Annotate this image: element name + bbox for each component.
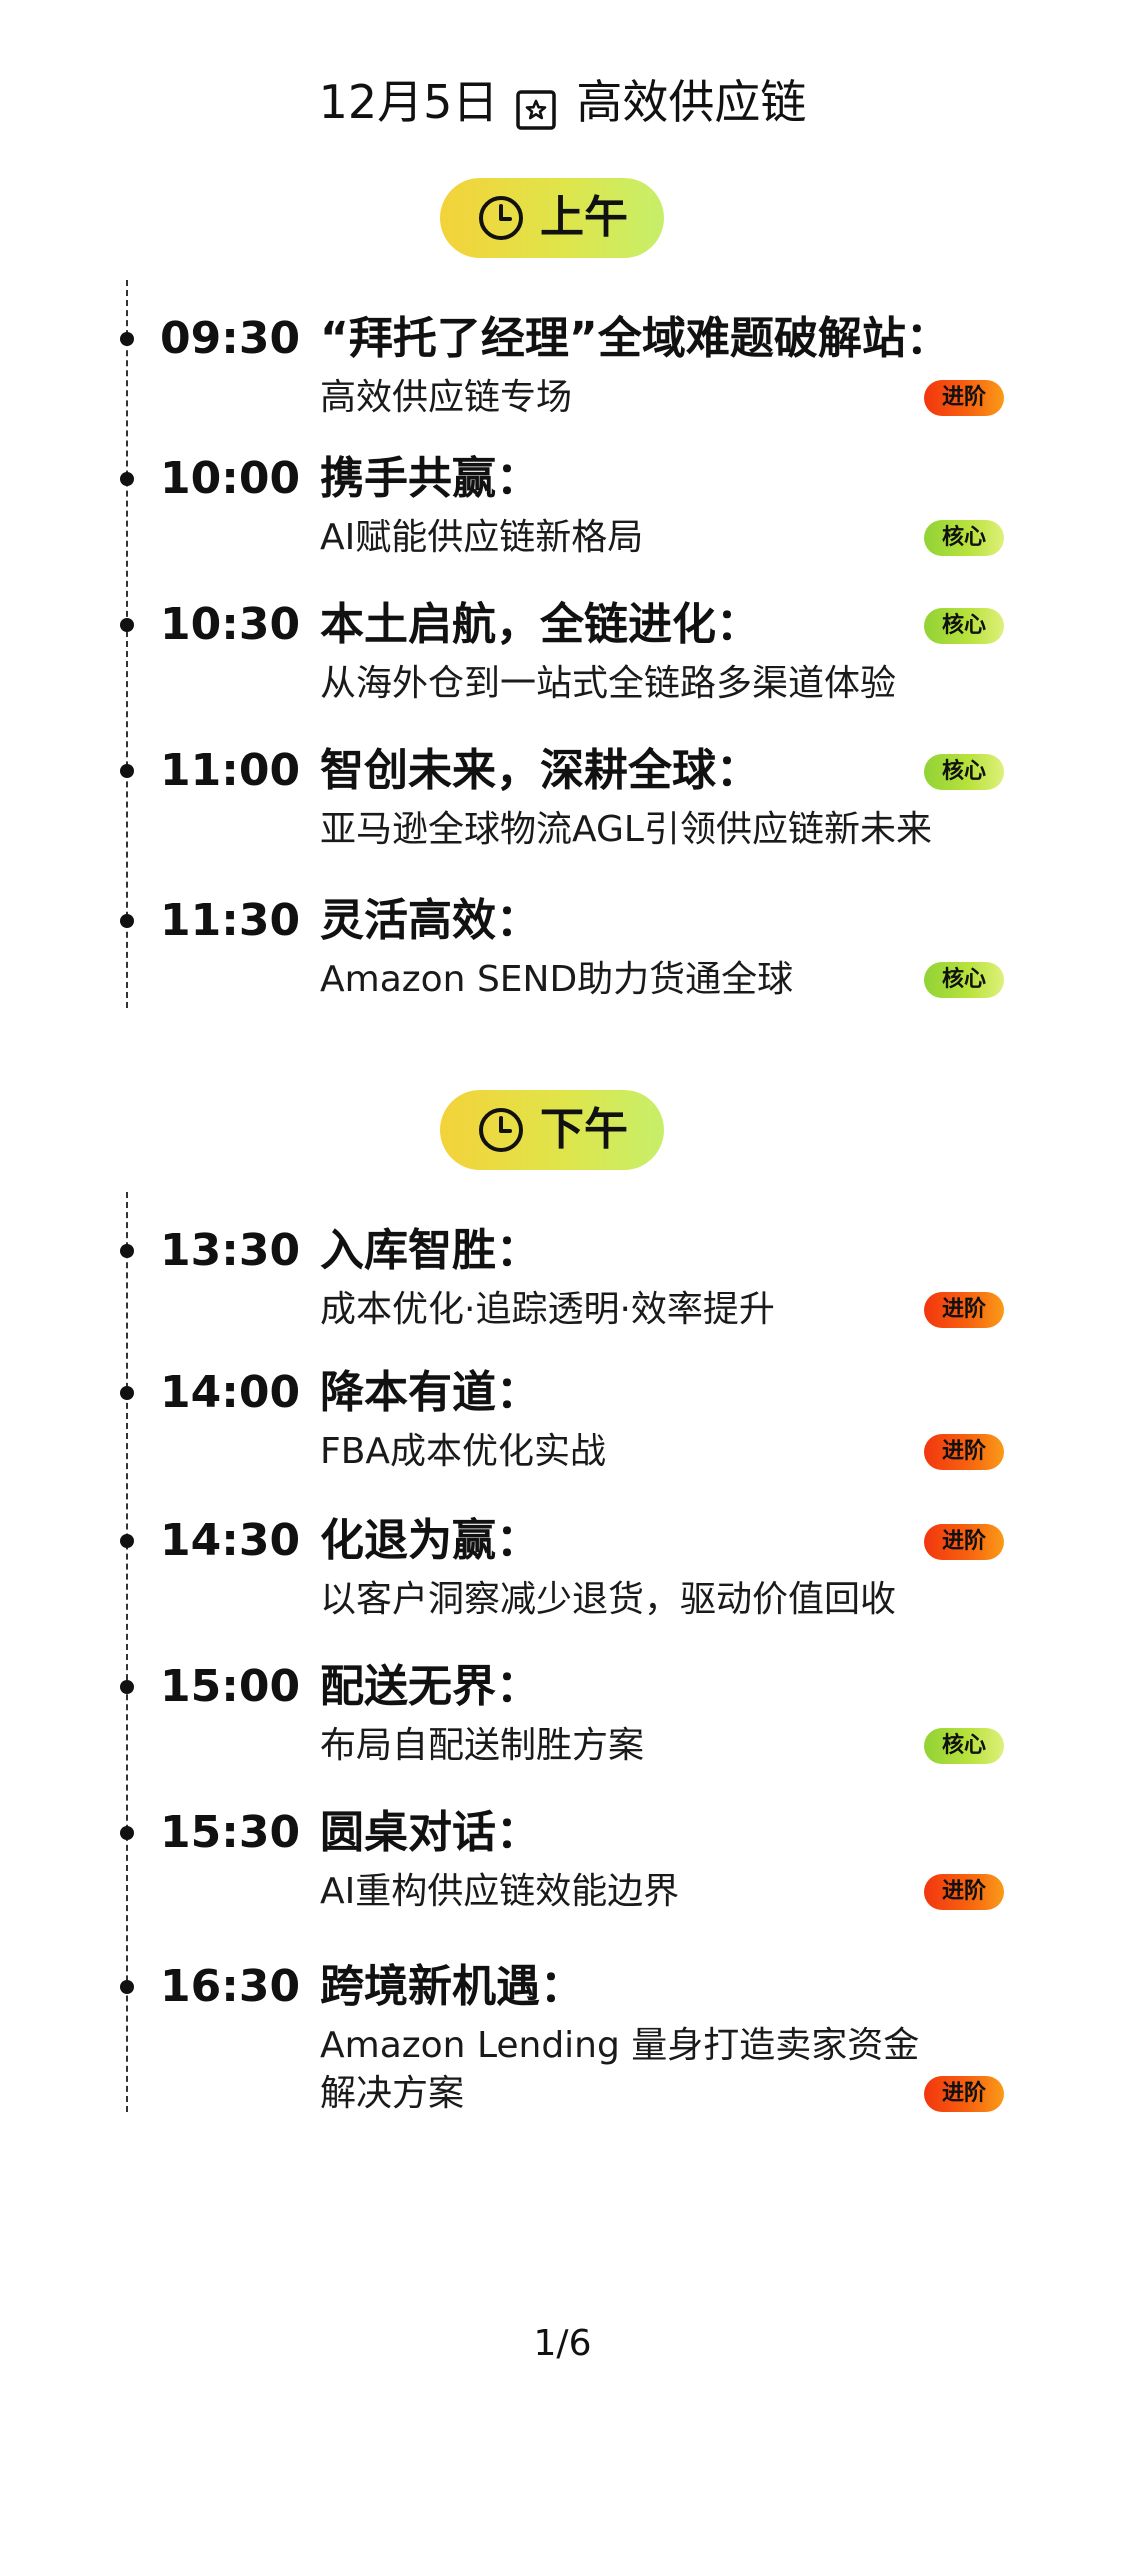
item-title: 携手共赢： <box>320 453 540 504</box>
item-title: 智创未来，深耕全球： <box>320 745 760 796</box>
afternoon-label: 下午 <box>540 1104 628 1155</box>
item-subtitle: 从海外仓到一站式全链路多渠道体验 <box>320 663 897 704</box>
page-indicator: 1/6 <box>533 2323 592 2364</box>
item-subtitle-line2: 解决方案 <box>320 2073 465 2114</box>
item-time: 14:00 <box>160 1367 301 1418</box>
level-badge: 核心 <box>924 754 1004 790</box>
header-title: 高效供应链 <box>576 74 807 129</box>
level-badge: 核心 <box>924 520 1004 556</box>
item-subtitle: Amazon Lending 量身打造卖家资金 <box>320 2025 920 2066</box>
item-subtitle: AI赋能供应链新格局 <box>320 517 644 558</box>
item-title: 本土启航，全链进化： <box>320 599 760 650</box>
level-badge: 核心 <box>924 608 1004 644</box>
timeline-dot <box>120 1680 134 1694</box>
item-subtitle: 布局自配送制胜方案 <box>320 1725 645 1766</box>
item-subtitle: AI重构供应链效能边界 <box>320 1871 680 1912</box>
item-time: 14:30 <box>160 1515 301 1566</box>
morning-label: 上午 <box>540 192 628 243</box>
item-subtitle: 亚马逊全球物流AGL引领供应链新未来 <box>320 809 932 850</box>
item-time: 11:30 <box>160 895 301 946</box>
level-badge: 进阶 <box>924 1292 1004 1328</box>
item-subtitle: 以客户洞察减少退货，驱动价值回收 <box>320 1579 897 1620</box>
level-badge: 进阶 <box>924 1434 1004 1470</box>
item-subtitle: 成本优化·追踪透明·效率提升 <box>320 1289 775 1330</box>
level-badge: 进阶 <box>924 2076 1004 2112</box>
item-time: 10:00 <box>160 453 301 504</box>
item-time: 16:30 <box>160 1961 301 2012</box>
item-title: 灵活高效： <box>320 895 540 946</box>
item-title: “拜托了经理”全域难题破解站： <box>320 313 950 364</box>
header-date: 12月5日 <box>318 74 499 129</box>
afternoon-section-pill: 下午 <box>440 1090 664 1170</box>
timeline-dot <box>120 914 134 928</box>
item-title: 跨境新机遇： <box>320 1961 584 2012</box>
timeline-dot <box>120 1244 134 1258</box>
timeline-dot <box>120 1386 134 1400</box>
morning-timeline: 09:30 “拜托了经理”全域难题破解站： 高效供应链专场 进阶 10:00 携… <box>0 280 1125 1008</box>
morning-section-pill: 上午 <box>440 178 664 258</box>
item-title: 入库智胜： <box>320 1225 540 1276</box>
item-time: 11:00 <box>160 745 301 796</box>
clock-icon <box>476 193 526 243</box>
level-badge: 进阶 <box>924 1874 1004 1910</box>
item-title: 圆桌对话： <box>320 1807 540 1858</box>
timeline-dot <box>120 1980 134 1994</box>
seal-icon <box>514 80 558 130</box>
level-badge: 核心 <box>924 1728 1004 1764</box>
timeline-line <box>126 1192 128 2112</box>
clock-icon <box>476 1105 526 1155</box>
item-title: 化退为赢： <box>320 1515 540 1566</box>
item-subtitle: Amazon SEND助力货通全球 <box>320 959 794 1000</box>
item-subtitle: FBA成本优化实战 <box>320 1431 607 1472</box>
timeline-dot <box>120 1534 134 1548</box>
level-badge: 进阶 <box>924 1524 1004 1560</box>
timeline-dot <box>120 332 134 346</box>
item-time: 10:30 <box>160 599 301 650</box>
timeline-dot <box>120 1826 134 1840</box>
timeline-dot <box>120 472 134 486</box>
item-subtitle: 高效供应链专场 <box>320 377 573 418</box>
timeline-line <box>126 280 128 1008</box>
item-time: 13:30 <box>160 1225 301 1276</box>
level-badge: 核心 <box>924 962 1004 998</box>
item-time: 09:30 <box>160 313 301 364</box>
item-title: 降本有道： <box>320 1367 540 1418</box>
page-header: 12月5日 高效供应链 <box>0 62 1125 138</box>
item-time: 15:00 <box>160 1661 301 1712</box>
timeline-dot <box>120 618 134 632</box>
item-title: 配送无界： <box>320 1661 540 1712</box>
timeline-dot <box>120 764 134 778</box>
level-badge: 进阶 <box>924 380 1004 416</box>
afternoon-timeline: 13:30 入库智胜： 成本优化·追踪透明·效率提升 进阶 14:00 降本有道… <box>0 1192 1125 2114</box>
item-time: 15:30 <box>160 1807 301 1858</box>
